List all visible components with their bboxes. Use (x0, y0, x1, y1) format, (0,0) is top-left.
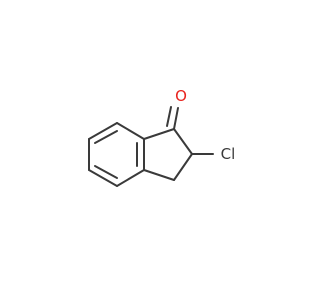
bond-co-outer (173, 107, 179, 130)
bond-c1-c2 (88, 122, 118, 140)
bond-c3-c4 (88, 169, 118, 187)
bond-c6-c1 (116, 122, 145, 140)
bond-co-inner (166, 106, 172, 127)
bond-c6-carbonyl-carbon (143, 128, 175, 140)
carbonyl-double-bond (166, 106, 179, 130)
molecule-structure: O Cl (88, 87, 236, 187)
oxygen-atom-label: O (175, 87, 187, 105)
bond-c1-c2-inner (94, 130, 118, 144)
bond-ch2-c5 (143, 169, 175, 181)
cyclopentanone-ring (143, 128, 193, 181)
bond-c3-c4-inner (94, 165, 118, 179)
bond-carbonyl-carbon-chcl (173, 128, 193, 155)
bond-chcl-ch2 (173, 153, 193, 181)
benzene-ring (88, 122, 145, 187)
bond-c4-c5 (116, 169, 145, 187)
chlorine-atom-label: Cl (221, 145, 236, 163)
